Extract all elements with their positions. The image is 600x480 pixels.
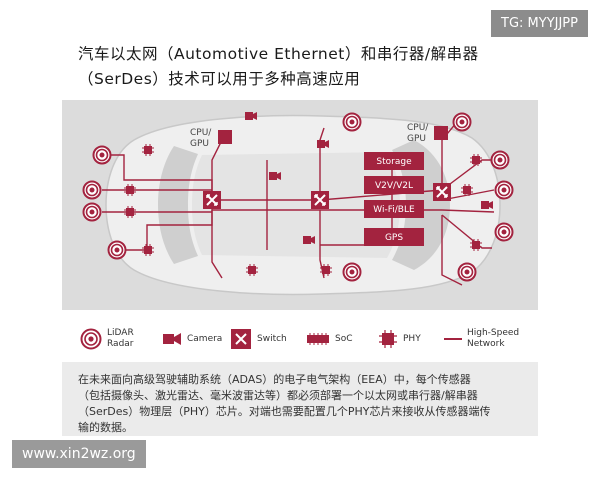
- svg-text:Storage: Storage: [376, 157, 412, 167]
- car-windshield-rear: [158, 146, 198, 264]
- camera: [269, 172, 281, 180]
- block-storage: Storage: [364, 152, 424, 170]
- legend-switch: Switch: [230, 318, 287, 360]
- legend-camera: Camera: [162, 318, 222, 360]
- caption-line: （SerDes）物理层（PHY）芯片。对端也需要配置几个PHY芯片来接收从传感器…: [78, 405, 491, 418]
- switch-front: [432, 182, 452, 202]
- block-gps: GPS: [364, 228, 424, 246]
- watermark: www.xin2wz.org: [12, 440, 146, 468]
- lidar-sensor: [494, 180, 514, 200]
- lidar-sensor: [490, 150, 510, 170]
- switch-center: [310, 190, 330, 210]
- svg-text:V2V/V2L: V2V/V2L: [375, 181, 413, 191]
- legend-soc: SoC: [306, 318, 353, 360]
- legend-lidar: LiDAR Radar: [80, 318, 134, 360]
- caption-line: （包括摄像头、激光雷达、毫米波雷达等）都必须部署一个以太网或串行器/解串器: [78, 389, 478, 402]
- svg-text:Wi-Fi/BLE: Wi-Fi/BLE: [373, 205, 415, 215]
- soc-icon: [307, 333, 329, 345]
- title-line-2: （SerDes）技术可以用于多种高速应用: [78, 70, 361, 88]
- camera: [481, 201, 493, 209]
- svg-text:GPS: GPS: [385, 233, 403, 243]
- caption-text: 在未来面向高级驾驶辅助系统（ADAS）的电子电气架构（EEA）中，每个传感器 （…: [62, 362, 538, 436]
- legend-network: High-Speed Network: [444, 318, 519, 360]
- network-line-icon: [444, 338, 462, 340]
- switch-icon: [231, 329, 251, 349]
- legend: LiDAR Radar Camera Switch SoC PHY: [62, 318, 538, 360]
- switch-rear: [202, 190, 222, 210]
- svg-text:CPU/: CPU/: [190, 128, 212, 138]
- block-v2v: V2V/V2L: [364, 176, 424, 194]
- cpu-gpu-right: CPU/ GPU: [407, 123, 448, 144]
- camera: [245, 112, 257, 120]
- lidar-icon: [80, 328, 102, 350]
- lidar-sensor: [342, 262, 362, 282]
- camera: [317, 140, 329, 148]
- car-network-diagram: Storage V2V/V2L Wi-Fi/BLE GPS CPU/ GPU C…: [62, 100, 538, 310]
- lidar-sensor: [82, 202, 102, 222]
- phy-icon: [379, 330, 397, 348]
- lidar-sensor: [82, 180, 102, 200]
- tg-badge: TG: MYYJJPP: [491, 10, 588, 37]
- car-network-svg: Storage V2V/V2L Wi-Fi/BLE GPS CPU/ GPU C…: [82, 112, 514, 296]
- svg-text:CPU/: CPU/: [407, 123, 429, 133]
- lidar-sensor: [457, 262, 477, 282]
- block-wifi-ble: Wi-Fi/BLE: [364, 200, 424, 218]
- car-roof: [192, 152, 400, 258]
- cpu-gpu-left: CPU/ GPU: [190, 128, 232, 149]
- svg-text:GPU: GPU: [407, 134, 426, 144]
- lidar-sensor: [92, 145, 112, 165]
- camera: [303, 236, 315, 244]
- lidar-sensor: [107, 240, 127, 260]
- lidar-sensor: [494, 222, 514, 242]
- legend-phy: PHY: [378, 318, 421, 360]
- camera-icon: [163, 333, 181, 345]
- lidar-sensor: [342, 112, 362, 132]
- caption-line: 输的数据。: [78, 421, 133, 434]
- page-title: 汽车以太网（Automotive Ethernet）和串行器/解串器 （SerD…: [78, 42, 578, 92]
- caption-line: 在未来面向高级驾驶辅助系统（ADAS）的电子电气架构（EEA）中，每个传感器: [78, 373, 471, 386]
- lidar-sensor: [452, 112, 472, 132]
- title-line-1: 汽车以太网（Automotive Ethernet）和串行器/解串器: [78, 45, 479, 63]
- svg-text:GPU: GPU: [190, 139, 209, 149]
